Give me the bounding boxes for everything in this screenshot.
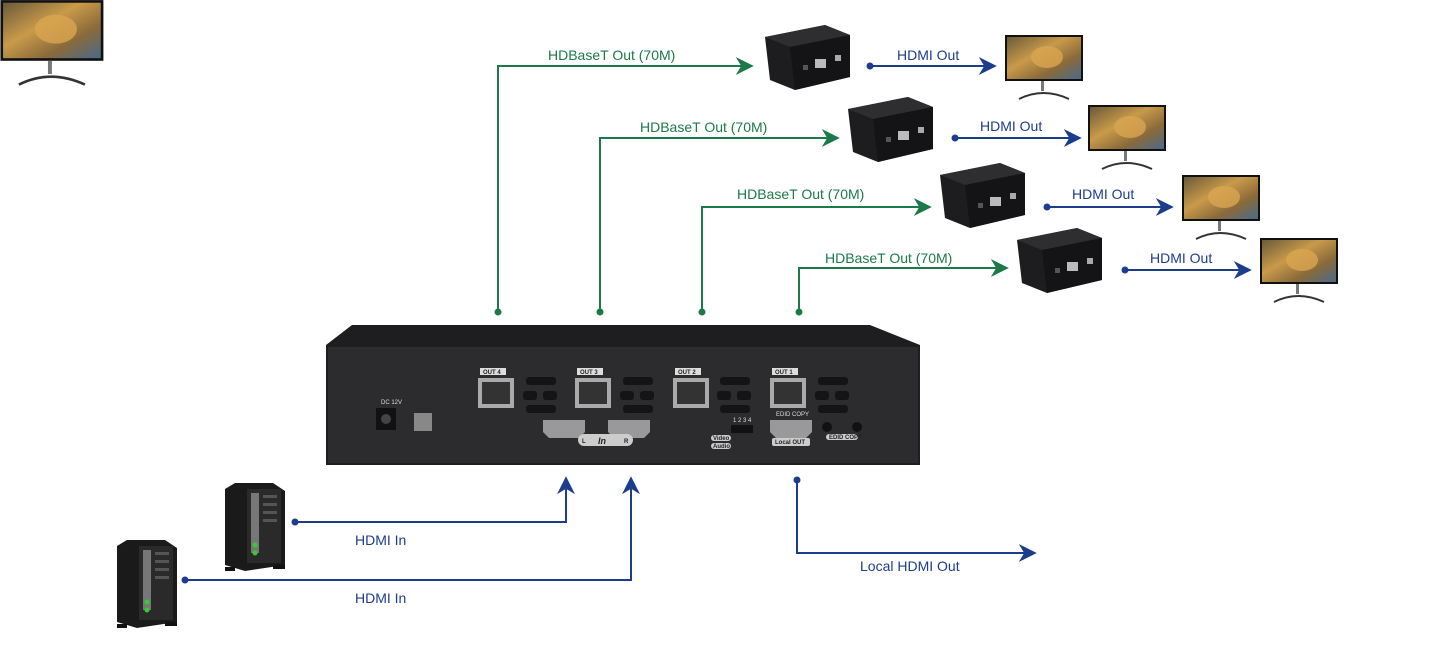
hdmi-out-label-2: HDMI Out — [980, 118, 1042, 134]
hdbaset-link-3 — [701, 198, 932, 312]
edid-copy-label-1: EDID COPY — [776, 412, 809, 418]
receiver-1 — [765, 25, 850, 90]
hdmi-in-port-l — [543, 420, 585, 438]
port-label-out4: OUT 4 — [483, 370, 501, 376]
hdmi-out-label-1: HDMI Out — [897, 47, 959, 63]
hdmi-out-label-3: HDMI Out — [1072, 186, 1134, 202]
hdmi-in-port-r — [608, 420, 650, 438]
video-label: Video — [713, 436, 730, 442]
monitor-2 — [1087, 104, 1167, 170]
receiver-3 — [940, 163, 1025, 228]
receiver-2 — [848, 97, 933, 162]
hdbaset-link-1 — [497, 57, 754, 312]
hdmi-out-links — [185, 57, 1252, 581]
port-label-out2: OUT 2 — [678, 370, 696, 376]
hdmi-in-label-2: HDMI In — [355, 590, 406, 606]
hdbaset-label-3: HDBaseT Out (70M) — [737, 186, 864, 202]
local-hdmi-out-port — [770, 420, 812, 438]
in-l-label: L — [582, 439, 586, 445]
splitter-device: DC 12V OUT 4 OUT 3 OUT 2 OUT 1 — [326, 325, 920, 465]
local-out-label: Local OUT — [775, 440, 805, 446]
dip-switch[interactable] — [731, 425, 753, 433]
port-label-out1: OUT 1 — [775, 370, 793, 376]
hdbaset-link-2 — [599, 129, 840, 312]
in-r-label: R — [624, 439, 629, 445]
receiver-4 — [1017, 228, 1102, 293]
dc-label: DC 12V — [381, 400, 402, 406]
dip-numbers: 1 2 3 4 — [733, 418, 752, 424]
monitor-local — [0, 0, 105, 86]
port-label-out3: OUT 3 — [580, 370, 598, 376]
edid-button-l[interactable] — [822, 422, 832, 432]
monitor-1 — [1004, 34, 1084, 100]
hdbaset-link-4 — [798, 259, 1009, 312]
monitor-3 — [1181, 174, 1261, 240]
hdbaset-label-4: HDBaseT Out (70M) — [825, 250, 952, 266]
hdbaset-label-2: HDBaseT Out (70M) — [640, 119, 767, 135]
in-label: In — [598, 436, 607, 446]
hdbaset-label-1: HDBaseT Out (70M) — [548, 47, 675, 63]
hdmi-out-label-4: HDMI Out — [1150, 250, 1212, 266]
source-pc-1 — [225, 483, 285, 571]
local-hdmi-out-label: Local HDMI Out — [860, 558, 960, 574]
edid-copy-label-2: EDID COPY — [829, 435, 862, 441]
monitor-4 — [1259, 237, 1339, 303]
hdmi-in-label-1: HDMI In — [355, 532, 406, 548]
ground-screw — [414, 413, 432, 431]
edid-button-r[interactable] — [852, 422, 862, 432]
hdbaset-links — [497, 57, 1009, 312]
audio-label: Audio — [713, 444, 730, 450]
source-pc-2 — [117, 540, 177, 628]
